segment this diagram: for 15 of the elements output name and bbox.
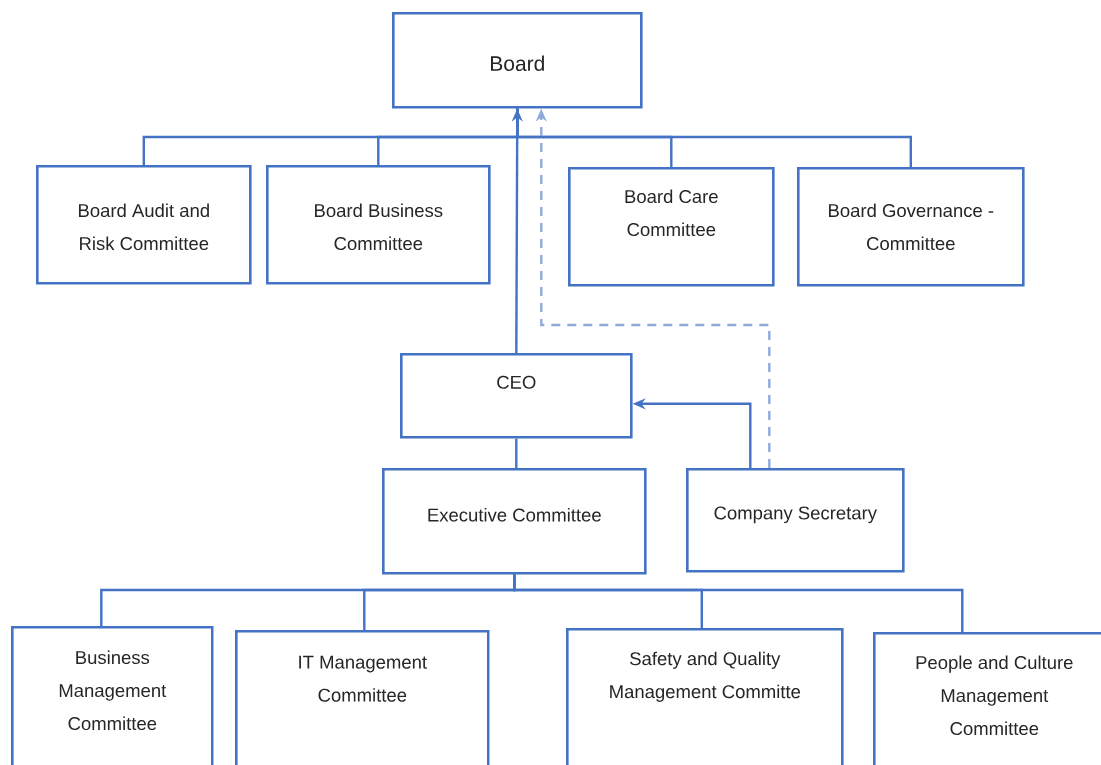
connector-line (513, 574, 964, 632)
committee-box: Safety and Quality Management Committe (566, 628, 844, 765)
committee-box: Board Governance - Committee (797, 167, 1025, 287)
committee-box: Business Management Committee (11, 626, 214, 765)
committee-box: IT Management Committee (235, 630, 490, 765)
connector-line (516, 108, 912, 167)
connector-line (515, 438, 518, 468)
committee-box: Board Care Committee (568, 167, 775, 287)
committee-box: People and Culture Management Committee (873, 632, 1101, 765)
role-box: Company Secretary (686, 468, 905, 573)
role-box: CEO (400, 353, 633, 439)
committee-box: Board Audit and Risk Committee (36, 165, 252, 285)
committee-box: Executive Committee (382, 468, 647, 575)
board-box: Board (392, 12, 643, 109)
committee-box: Board Business Committee (266, 165, 491, 285)
